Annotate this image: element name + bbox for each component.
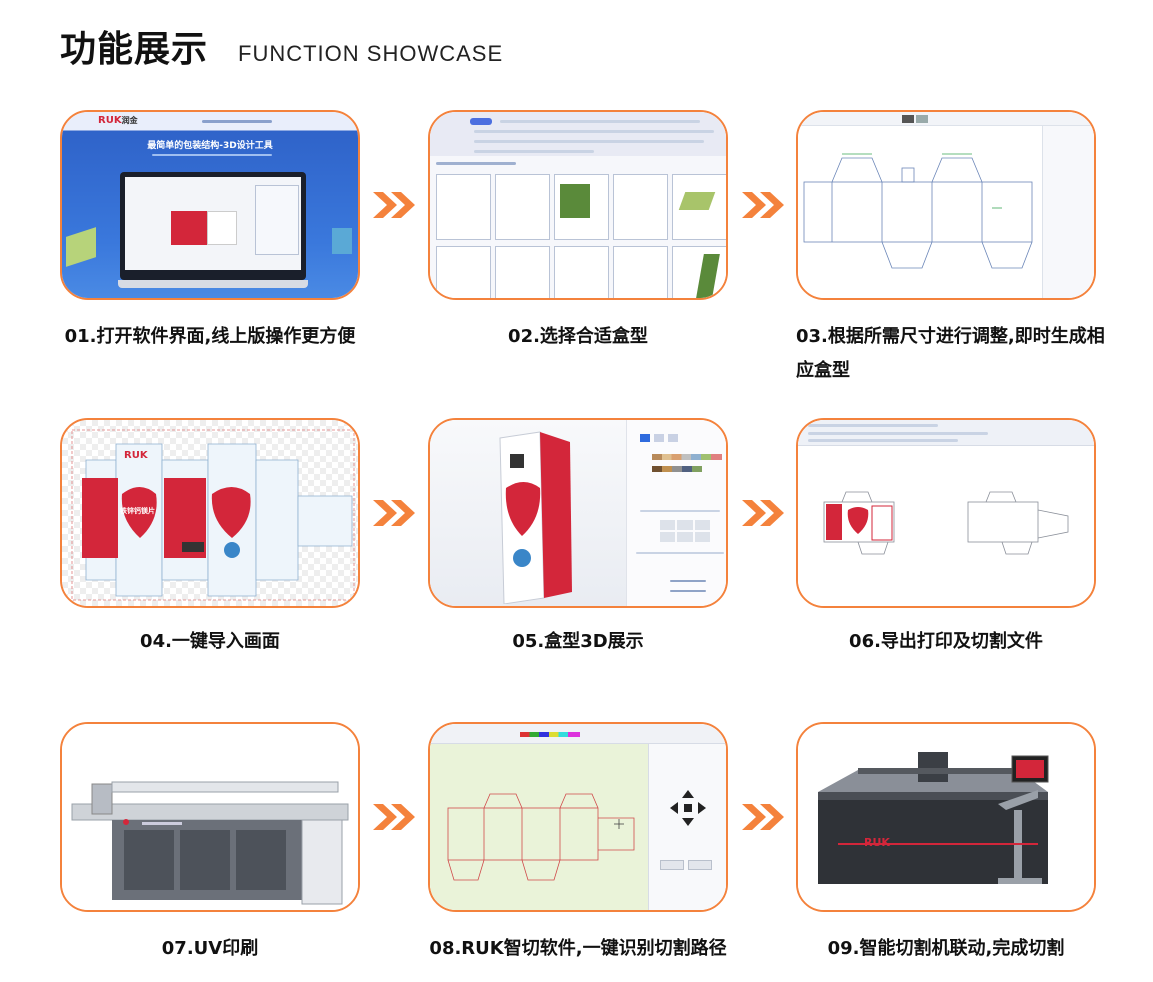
direction-pad-icon [670, 790, 706, 826]
step-08-caption: 08.RUK智切软件,一键识别切割路径 [429, 938, 727, 959]
step-08-card [428, 722, 728, 912]
step-04-caption: 04.一键导入画面 [140, 631, 280, 652]
cutting-software-thumbnail [430, 724, 726, 910]
dieline-editor-thumbnail [798, 112, 1094, 298]
step-01-caption: 01.打开软件界面,线上版操作更方便 [64, 326, 356, 347]
step-07-caption: 07.UV印刷 [161, 938, 259, 959]
box-library-thumbnail [430, 112, 726, 298]
monitor-mockup [120, 172, 306, 280]
step-03-caption: 03.根据所需尺寸进行调整,即时生成相应盒型 [796, 326, 1105, 381]
product-name: 铁锌钙镁片 [120, 507, 155, 515]
artwork-import-thumbnail: RUK 铁锌钙镁片 [62, 420, 358, 606]
step-07-card [60, 722, 360, 912]
brand-logo: RUK润金 [98, 115, 138, 126]
step-02-caption: 02.选择合适盒型 [508, 326, 648, 347]
next-arrow-icon [742, 804, 784, 830]
step-06-caption: 06.导出打印及切割文件 [849, 631, 1043, 652]
cutting-canvas [430, 744, 648, 910]
next-arrow-icon [742, 500, 784, 526]
step-05-card [428, 418, 728, 608]
step-03-card [796, 110, 1096, 300]
cutting-machine-thumbnail: RUK [798, 724, 1094, 910]
3d-preview-thumbnail [430, 420, 726, 606]
landing-page-thumbnail: RUK润金 最简单的包装结构-3D设计工具 [62, 112, 358, 298]
next-arrow-icon [373, 500, 415, 526]
step-05-caption: 05.盒型3D展示 [512, 631, 644, 652]
next-arrow-icon [373, 192, 415, 218]
step-06-card [796, 418, 1096, 608]
step-01-card: RUK润金 最简单的包装结构-3D设计工具 [60, 110, 360, 300]
page-title: 功能展示 [60, 29, 209, 70]
landing-heading: 最简单的包装结构-3D设计工具 [147, 141, 273, 151]
next-arrow-icon [373, 804, 415, 830]
uv-printer-thumbnail [62, 724, 358, 910]
step-02-card [428, 110, 728, 300]
page-subtitle: FUNCTION SHOWCASE [238, 41, 504, 66]
machine-logo: RUK [864, 836, 890, 849]
export-files-thumbnail [798, 420, 1094, 606]
page-header: 功能展示 FUNCTION SHOWCASE [60, 20, 503, 72]
step-09-card: RUK [796, 722, 1096, 912]
step-04-card: RUK 铁锌钙镁片 [60, 418, 360, 608]
brand-logo: RUK [124, 450, 148, 461]
step-09-caption: 09.智能切割机联动,完成切割 [827, 938, 1065, 959]
next-arrow-icon [742, 192, 784, 218]
